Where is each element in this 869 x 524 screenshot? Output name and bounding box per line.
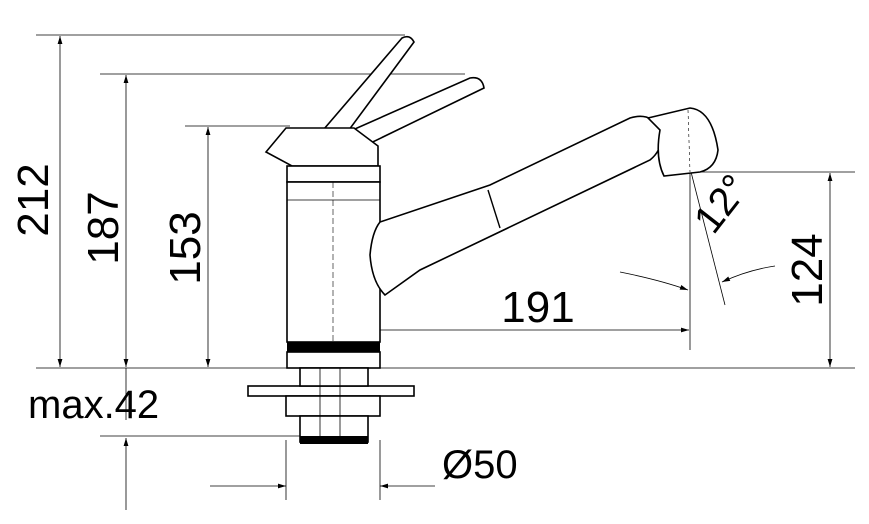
label-212: 212 <box>9 163 58 236</box>
label-124: 124 <box>783 233 832 306</box>
mount-shank-upper <box>299 367 369 387</box>
label-12-deg: 12° <box>686 167 758 242</box>
label-153: 153 <box>161 211 210 284</box>
label-diameter-50: Ø50 <box>442 443 518 487</box>
lever-lowered <box>328 76 485 153</box>
lever-raised <box>316 35 415 143</box>
main-body <box>286 181 381 343</box>
dimension-labels: 212 187 153 124 191 12° max.42 Ø50 <box>9 163 832 487</box>
body-base <box>286 351 381 369</box>
body-cap <box>286 165 381 183</box>
mount-plate <box>247 385 415 397</box>
label-187: 187 <box>79 191 128 264</box>
mount-bottom-ring <box>300 436 368 444</box>
body-base-ring <box>287 342 380 352</box>
label-191: 191 <box>501 283 574 332</box>
spout <box>369 115 663 297</box>
spray-head <box>646 107 719 177</box>
extension-lines <box>36 34 855 437</box>
mount-nut <box>285 395 381 417</box>
label-max-42: max.42 <box>28 383 159 427</box>
faucet <box>247 35 719 444</box>
lever-hub <box>264 127 379 167</box>
